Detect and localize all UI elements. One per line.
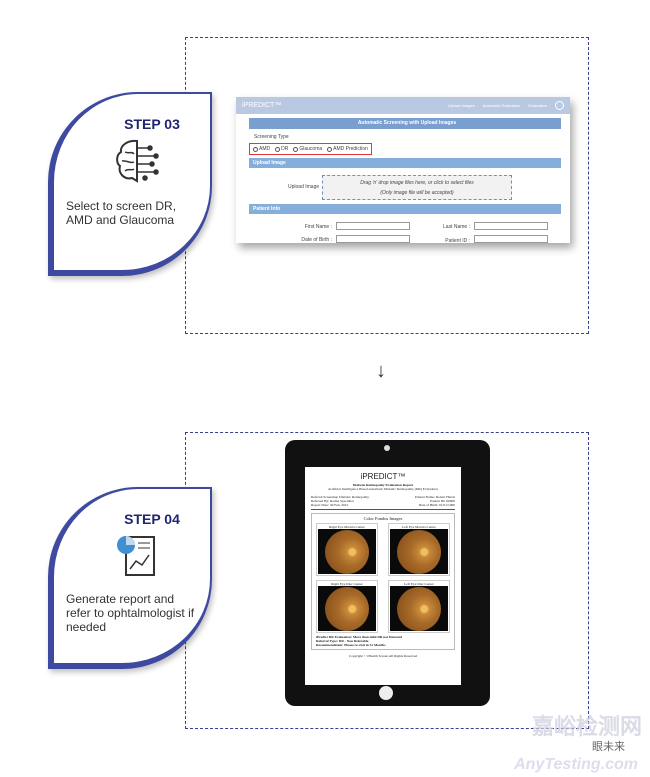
- tablet-device: iPREDICT™ Diabetic Retinopathy Evaluatio…: [285, 440, 490, 706]
- step-label: STEP 03: [124, 116, 180, 132]
- step03-card: STEP 03 Select to screen DR, AMD and Gla…: [48, 92, 212, 276]
- radio-amd-prediction[interactable]: AMD Prediction: [327, 146, 368, 152]
- avatar[interactable]: [555, 101, 564, 110]
- upload-section-header: Upload Image: [249, 158, 561, 168]
- fundus-image: Right Eye Disc Center: [316, 580, 378, 633]
- upload-label: Upload Image: [288, 184, 320, 190]
- report-copyright: Copyright © iHealth Screen All Rights Re…: [348, 654, 418, 658]
- screening-type-label: Screening Type: [254, 134, 289, 140]
- step-description: Select to screen DR, AMD and Glaucoma: [66, 199, 177, 227]
- step04-card: STEP 04 Generate report and refer to oph…: [48, 487, 212, 669]
- first-name-label: First Name :: [304, 224, 332, 230]
- patient-id-input[interactable]: [474, 235, 548, 243]
- report-subtitle: Artificial Intelligence Based Automatic …: [328, 487, 438, 491]
- step-description: Generate report and refer to ophtalmolog…: [66, 592, 195, 634]
- radio-glaucoma[interactable]: Glaucoma: [293, 146, 322, 152]
- brain-circuit-icon: [116, 139, 159, 183]
- patient-id-label: Patient ID :: [445, 238, 470, 243]
- radio-dr[interactable]: DR: [275, 146, 288, 152]
- radio-amd[interactable]: AMD: [253, 146, 270, 152]
- app-header: iPREDICT™ Upload Images Automatic Evalua…: [236, 97, 570, 114]
- report-logo: iPREDICT™: [360, 472, 406, 481]
- watermark: 嘉峪检测网: [531, 714, 642, 739]
- down-arrow-icon: ↓: [376, 360, 386, 382]
- fundus-image: Right Eye Macula Center: [316, 523, 378, 576]
- report-chart-icon: [117, 536, 155, 576]
- patient-section-header: Patient Info: [249, 204, 561, 214]
- home-button: [379, 686, 393, 700]
- report-title: Diabetic Retinopathy Evaluation Report: [352, 483, 414, 487]
- upload-screenshot: iPREDICT™ Upload Images Automatic Evalua…: [236, 97, 570, 243]
- report-findings: iPredict DR Evaluation: More than mild D…: [316, 635, 402, 647]
- nav-upload-images[interactable]: Upload Images: [447, 103, 475, 108]
- fundus-image: Left Eye Macula Center: [388, 523, 450, 576]
- camera-icon: [384, 445, 390, 451]
- step-label: STEP 04: [124, 511, 180, 527]
- dob-input[interactable]: [336, 235, 410, 243]
- page-title: Automatic Screening with Upload Images: [249, 118, 561, 129]
- dropzone-note: (Only image file will be accepted): [380, 190, 454, 196]
- section-title: Color Fundus Images: [363, 516, 403, 521]
- file-dropzone[interactable]: Drag 'n' drop image files here, or click…: [322, 175, 512, 200]
- fundus-image: Left Eye Disc Center: [388, 580, 450, 633]
- report-meta: Referral Screening: Diabetic Retinopathy…: [311, 495, 455, 510]
- dob-label: Date of Birth :: [301, 237, 332, 243]
- app-logo: iPREDICT™: [242, 102, 282, 109]
- report-page: iPREDICT™ Diabetic Retinopathy Evaluatio…: [305, 467, 461, 685]
- dropzone-text: Drag 'n' drop image files here, or click…: [360, 180, 474, 186]
- last-name-input[interactable]: [474, 222, 548, 230]
- fundus-section: Color Fundus Images Right Eye Macula Cen…: [311, 513, 455, 650]
- watermark-tag: 眼未来: [592, 741, 625, 753]
- first-name-input[interactable]: [336, 222, 410, 230]
- watermark-en: AnyTesting.com: [514, 756, 638, 773]
- nav-automatic-evaluation[interactable]: Automatic Evaluation: [482, 103, 521, 108]
- last-name-label: Last Name :: [443, 224, 470, 230]
- nav-evaluation[interactable]: Evaluation: [528, 103, 547, 108]
- screening-type-options: AMD DR Glaucoma AMD Prediction: [249, 143, 372, 155]
